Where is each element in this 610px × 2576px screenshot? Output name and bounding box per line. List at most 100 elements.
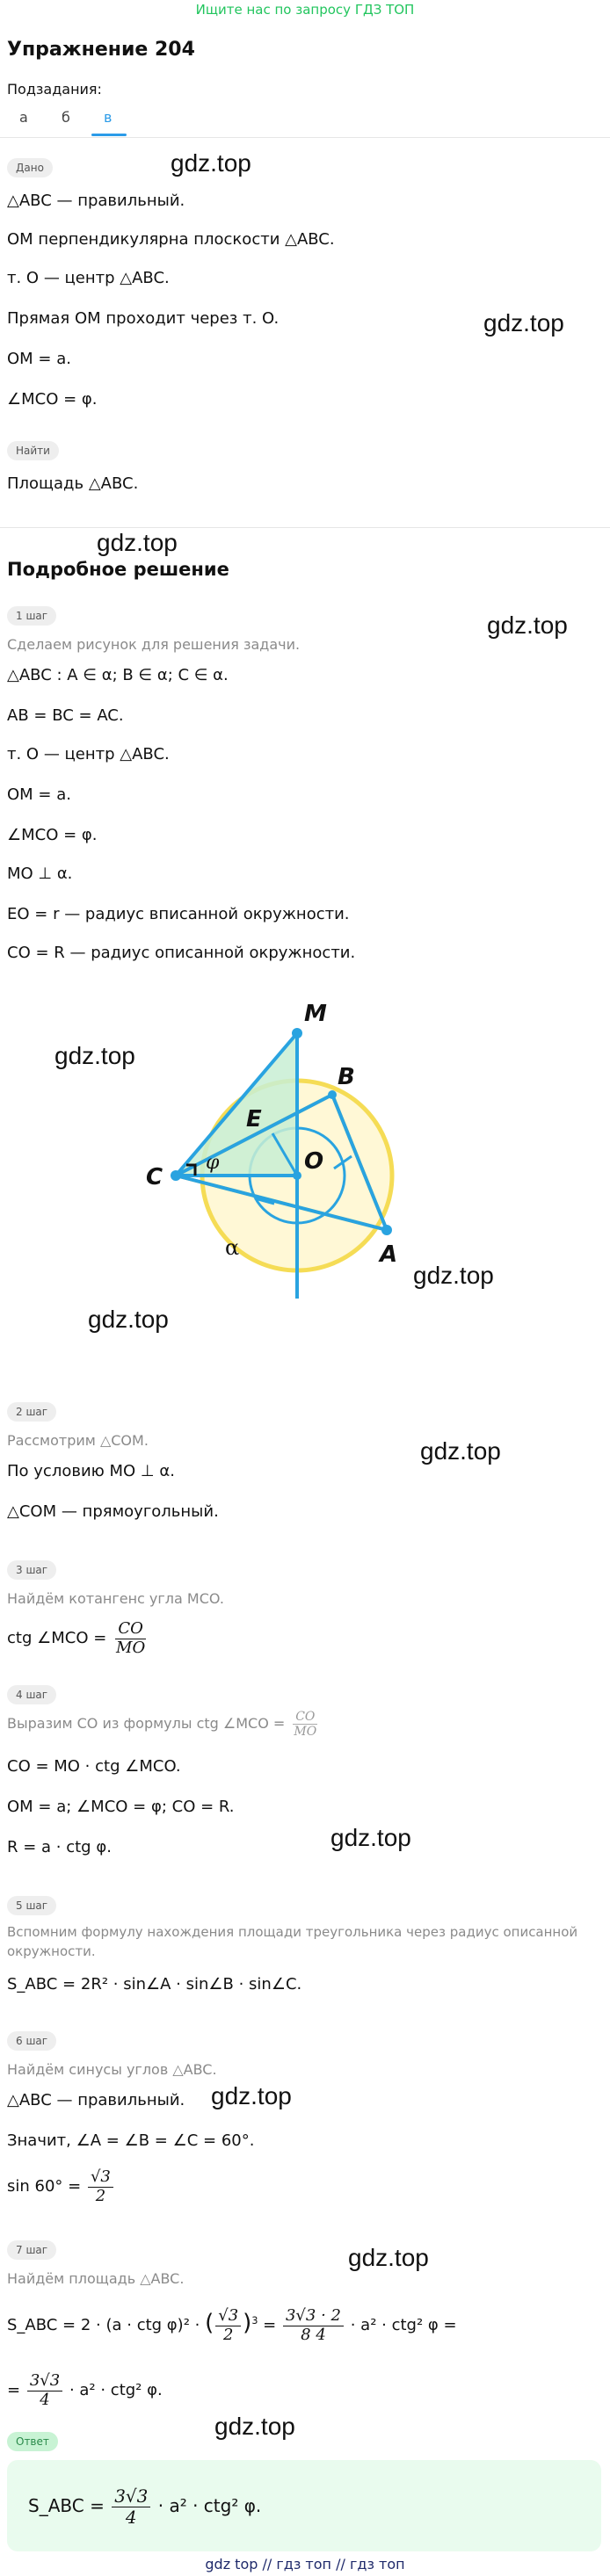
step-formula: · a² · ctg² φ. (69, 2381, 163, 2400)
step-formula: sin 60° = (7, 2177, 82, 2196)
step-formula: · a² · ctg² φ = (350, 2316, 457, 2335)
watermark: gdz.top (420, 1437, 501, 1465)
fraction-co-mo: CO MO (291, 1710, 319, 1739)
watermark: gdz.top (348, 2244, 429, 2271)
step-text: окружности. (7, 1943, 96, 1959)
tab-v[interactable]: в (104, 109, 113, 126)
step-text: Рассмотрим △COM. (7, 1432, 149, 1449)
fraction-numerator: CO (115, 1619, 146, 1639)
solution-title: Подробное решение (7, 559, 229, 580)
answer-suffix: · a² · ctg² φ. (157, 2495, 262, 2516)
page-title: Упражнение 204 (7, 39, 195, 61)
point-a (381, 1225, 392, 1235)
watermark: gdz.top (483, 309, 564, 336)
geometry-figure: M B E O C A α φ (146, 1001, 397, 1299)
footer-separator: // (336, 2556, 345, 2572)
step-chip: 6 шаг (7, 2031, 57, 2051)
step-chip: 1 шаг (7, 606, 57, 626)
subtasks-label: Подзадания: (7, 81, 102, 98)
step-chip: 4 шаг (7, 1685, 57, 1704)
step-text: △COM — прямоугольный. (7, 1502, 219, 1521)
step-text: EO = r — радиус вписанной окружности. (7, 905, 350, 923)
watermark: gdz.top (88, 1306, 169, 1333)
label-alpha: α (225, 1235, 239, 1260)
footer-link[interactable]: гдз топ (349, 2556, 405, 2572)
step-formula: ctg ∠MCO = (7, 1629, 107, 1648)
watermark: gdz.top (171, 149, 251, 177)
footer-link[interactable]: гдз топ (276, 2556, 331, 2572)
step-chip: 2 шаг (7, 1402, 57, 1422)
fraction-denominator: 2 (95, 2186, 106, 2205)
point-o (293, 1171, 301, 1180)
label-a: A (378, 1241, 397, 1268)
step-text: AB = BC = AC. (7, 706, 124, 725)
tab-a[interactable]: а (19, 109, 28, 126)
step-chip: 3 шаг (7, 1560, 57, 1580)
fraction-denominator: 8 4 (301, 2325, 326, 2344)
fraction-numerator: √3 (215, 2306, 242, 2326)
step-formula: Выразим CO из формулы ctg ∠MCO = (7, 1715, 286, 1733)
fraction-numerator: 3√3 (112, 2486, 151, 2507)
step-text: По условию MO ⊥ α. (7, 1462, 175, 1480)
step-text: OM = a; ∠MCO = φ; CO = R. (7, 1798, 235, 1816)
step-text: CO = MO · ctg ∠MCO. (7, 1757, 181, 1776)
step-text: OM = a. (7, 785, 71, 804)
step-text: MO ⊥ α. (7, 865, 73, 883)
watermark: gdz.top (97, 529, 178, 556)
fraction-numerator: 3√3 · 2 (282, 2306, 344, 2326)
find-chip: Найти (7, 441, 59, 460)
step-text: Сделаем рисунок для решения задачи. (7, 636, 301, 653)
fraction-denominator: 4 (125, 2507, 137, 2528)
given-divider (0, 527, 610, 528)
given-line: OM = a. (7, 350, 71, 368)
step-formula: S_ABC = 2 · (a · ctg φ)² · (7, 2316, 200, 2335)
point-c (171, 1170, 181, 1181)
step-text: CO = R — радиус описанной окружности. (7, 944, 356, 962)
find-line: Площадь △ABC. (7, 474, 139, 493)
answer-prefix: S_ABC = (28, 2495, 105, 2516)
step-text: △ABC : A ∈ α; B ∈ α; C ∈ α. (7, 666, 229, 684)
fraction-denominator: 2 (222, 2325, 234, 2344)
top-banner: Ищите нас по запросу ГДЗ ТОП (195, 2, 415, 18)
footer-links: gdz top // гдз топ // гдз топ (0, 2553, 610, 2576)
watermark: gdz.top (211, 2082, 292, 2109)
step-chip: 7 шаг (7, 2240, 57, 2260)
watermark: gdz.top (54, 1042, 135, 1069)
tab-b[interactable]: б (62, 109, 70, 126)
step-text: Найдём котангенс угла MCO. (7, 1590, 224, 1607)
given-line: т. O — центр △ABC. (7, 269, 170, 287)
given-line: △ABC — правильный. (7, 192, 185, 210)
step-text: т. O — центр △ABC. (7, 745, 170, 763)
fraction-denominator: MO (294, 1725, 317, 1740)
step-text: R = a · ctg φ. (7, 1838, 112, 1856)
step-text: ∠MCO = φ. (7, 826, 98, 844)
fraction-numerator: 3√3 (26, 2371, 63, 2391)
subtask-tabs: а б в (0, 104, 610, 137)
footer-link[interactable]: gdz top (205, 2556, 258, 2572)
fraction-denominator: 4 (40, 2390, 50, 2409)
point-b (328, 1090, 337, 1099)
label-o: O (304, 1148, 323, 1175)
given-line: Прямая OM проходит через т. O. (7, 309, 280, 328)
watermark: gdz.top (413, 1262, 494, 1289)
label-e: E (246, 1106, 262, 1132)
step-text: sin 60° = √3 2 (7, 2167, 115, 2205)
watermark: gdz.top (330, 1824, 411, 1851)
fraction-sqrt3-2: √3 2 (87, 2167, 113, 2205)
active-tab-indicator (91, 134, 127, 136)
step-text: ctg ∠MCO = CO MO (7, 1619, 149, 1657)
fraction-co-mo: CO MO (113, 1619, 148, 1657)
watermark: gdz.top (214, 2413, 295, 2440)
label-b: B (338, 1064, 355, 1090)
answer-chip: Ответ (7, 2432, 58, 2451)
footer-separator: // (262, 2556, 272, 2572)
label-c: C (146, 1164, 163, 1190)
step-formula: = (7, 2381, 21, 2400)
